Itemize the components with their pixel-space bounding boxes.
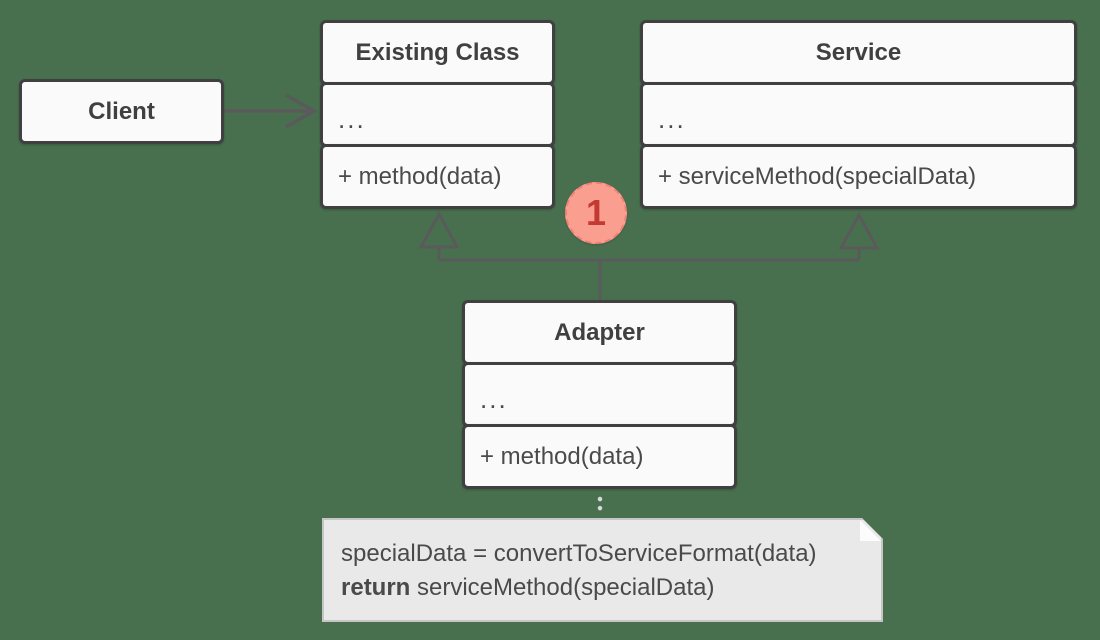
class-box-client: Client — [19, 79, 224, 144]
class-box-service: Service ... + serviceMethod(specialData) — [640, 20, 1077, 209]
association-arrowhead-icon — [285, 93, 318, 129]
note-line-1: specialData = convertToServiceFormat(dat… — [341, 540, 817, 567]
class-fields-existing-class: ... — [320, 82, 555, 147]
code-note: specialData = convertToServiceFormat(dat… — [322, 518, 883, 622]
class-method-adapter: + method(data) — [462, 424, 737, 489]
class-title-adapter: Adapter — [462, 300, 737, 365]
class-box-adapter: Adapter ... + method(data) — [462, 300, 737, 489]
class-fields-adapter: ... — [462, 362, 737, 427]
note-return-keyword: return — [341, 574, 411, 601]
class-title-client: Client — [19, 79, 224, 144]
inheritance-triangle-service-icon — [838, 211, 880, 250]
class-method-existing-class: + method(data) — [320, 144, 555, 209]
class-method-service: + serviceMethod(specialData) — [640, 144, 1077, 209]
step-badge-1: 1 — [565, 182, 627, 244]
note-line-2: return serviceMethod(specialData) — [341, 571, 881, 605]
class-box-existing-class: Existing Class ... + method(data) — [320, 20, 555, 209]
class-fields-service: ... — [640, 82, 1077, 147]
note-fold-corner-icon — [860, 520, 881, 541]
class-title-service: Service — [640, 20, 1077, 85]
note-line-2-rest: serviceMethod(specialData) — [410, 574, 715, 601]
inheritance-triangle-existing-icon — [418, 210, 460, 249]
class-title-existing-class: Existing Class — [320, 20, 555, 85]
step-badge-label: 1 — [585, 192, 607, 233]
